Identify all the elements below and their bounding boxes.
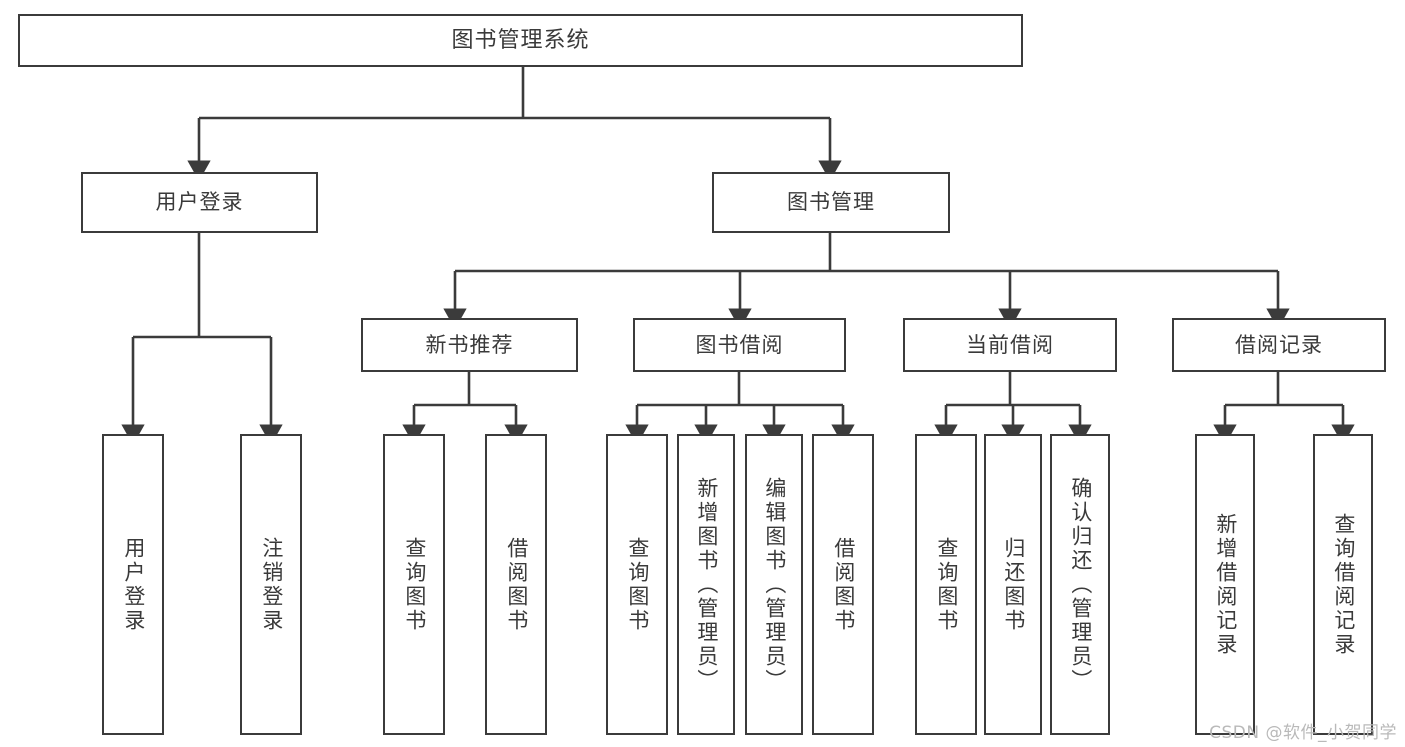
leaf-label: 查询借阅记录 bbox=[1331, 512, 1356, 657]
csdn-watermark: CSDN @软件_小贺同学 bbox=[1209, 723, 1397, 743]
node-root-system[interactable]: 图书管理系统 bbox=[18, 14, 1023, 67]
leaf-label: 用户登录 bbox=[121, 536, 146, 633]
node-borrow-record[interactable]: 借阅记录 bbox=[1172, 318, 1386, 372]
leaf-query-borrow-record[interactable]: 查询借阅记录 bbox=[1313, 434, 1373, 735]
leaf-label: 查询图书 bbox=[402, 536, 427, 633]
leaf-confirm-return-admin[interactable]: 确认归还（管理员） bbox=[1050, 434, 1110, 735]
node-label: 新书推荐 bbox=[425, 332, 514, 357]
leaf-label: 新增借阅记录 bbox=[1213, 512, 1238, 657]
leaf-user-login[interactable]: 用户登录 bbox=[102, 434, 164, 735]
node-current-borrow[interactable]: 当前借阅 bbox=[903, 318, 1117, 372]
leaf-query-book-borrow[interactable]: 查询图书 bbox=[606, 434, 668, 735]
leaf-add-borrow-record[interactable]: 新增借阅记录 bbox=[1195, 434, 1255, 735]
node-label: 用户登录 bbox=[155, 190, 244, 215]
node-label: 图书管理系统 bbox=[451, 27, 590, 53]
leaf-borrow-book-rec[interactable]: 借阅图书 bbox=[485, 434, 547, 735]
leaf-add-book-admin[interactable]: 新增图书（管理员） bbox=[677, 434, 735, 735]
leaf-borrow-book[interactable]: 借阅图书 bbox=[812, 434, 874, 735]
leaf-label: 查询图书 bbox=[934, 536, 959, 633]
leaf-query-book-current[interactable]: 查询图书 bbox=[915, 434, 977, 735]
node-label: 当前借阅 bbox=[966, 332, 1054, 357]
leaf-edit-book-admin[interactable]: 编辑图书（管理员） bbox=[745, 434, 803, 735]
leaf-return-book[interactable]: 归还图书 bbox=[984, 434, 1042, 735]
node-label: 图书借阅 bbox=[695, 332, 784, 357]
node-label: 图书管理 bbox=[787, 190, 875, 215]
leaf-logout[interactable]: 注销登录 bbox=[240, 434, 302, 735]
leaf-label: 注销登录 bbox=[259, 536, 284, 633]
leaf-label: 新增图书（管理员） bbox=[694, 476, 719, 693]
node-book-borrow[interactable]: 图书借阅 bbox=[633, 318, 846, 372]
node-new-book-recommend[interactable]: 新书推荐 bbox=[361, 318, 578, 372]
leaf-query-book-rec[interactable]: 查询图书 bbox=[383, 434, 445, 735]
leaf-label: 查询图书 bbox=[625, 536, 650, 633]
leaf-label: 确认归还（管理员） bbox=[1068, 476, 1093, 693]
node-user-login[interactable]: 用户登录 bbox=[81, 172, 318, 233]
leaf-label: 借阅图书 bbox=[504, 536, 529, 633]
node-book-management[interactable]: 图书管理 bbox=[712, 172, 950, 233]
leaf-label: 借阅图书 bbox=[831, 536, 856, 633]
leaf-label: 归还图书 bbox=[1001, 536, 1026, 633]
leaf-label: 编辑图书（管理员） bbox=[762, 476, 787, 693]
node-label: 借阅记录 bbox=[1235, 332, 1323, 357]
